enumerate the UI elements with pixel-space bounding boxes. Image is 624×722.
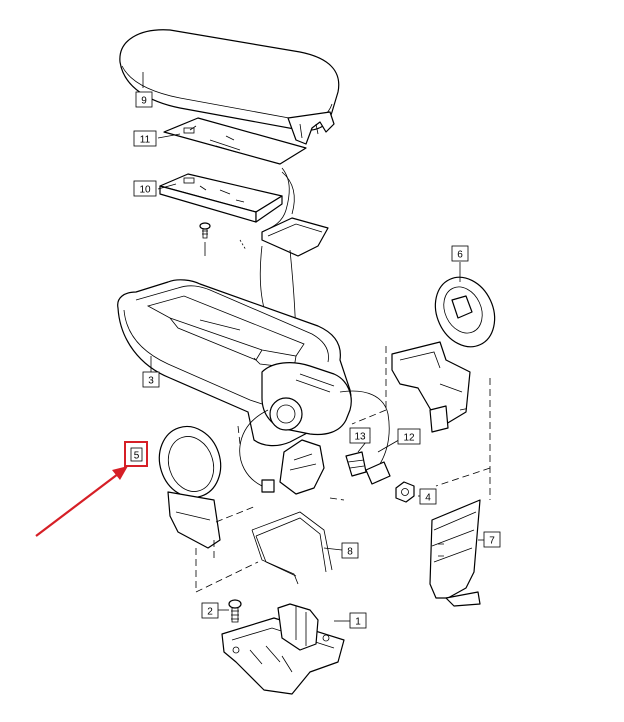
part-11-hinge-plate [163, 117, 307, 165]
part-13-clip [345, 451, 367, 477]
callout-3-label: 3 [148, 376, 154, 387]
callout-12-label: 12 [403, 433, 415, 444]
part-10-base-plate [159, 167, 329, 257]
part-7-trim-panel [429, 499, 481, 607]
callout-1: 1 [349, 612, 367, 629]
screw-icon [199, 222, 211, 239]
callout-5: 5 [124, 441, 148, 467]
callout-9-label: 9 [141, 96, 147, 107]
callout-13: 13 [349, 427, 371, 444]
callout-6: 6 [451, 245, 469, 262]
callout-9: 9 [135, 91, 153, 108]
callout-11-label: 11 [140, 135, 151, 146]
callout-4-label: 4 [425, 493, 431, 504]
callout-2-label: 2 [207, 607, 213, 618]
callout-1-label: 1 [355, 617, 361, 628]
callout-6-label: 6 [457, 250, 463, 261]
callout-8-label: 8 [347, 547, 353, 558]
callout-5-label: 5 [134, 451, 140, 462]
callout-10: 10 [133, 180, 157, 197]
part-1-mounting-base [221, 603, 345, 695]
assembly-lines [195, 239, 491, 593]
leader-lines [142, 72, 484, 622]
part-6-cup-holder-bracket [391, 276, 496, 433]
callout-4: 4 [419, 488, 437, 505]
part-3-console-body [117, 279, 391, 495]
callout-12: 12 [397, 428, 421, 445]
part-8-wire-bracket [251, 511, 333, 585]
callout-11: 11 [133, 130, 157, 147]
part-4-nut [395, 481, 415, 503]
red-pointer-arrow [35, 466, 128, 537]
callout-8: 8 [341, 542, 359, 559]
callout-3: 3 [142, 371, 160, 388]
callout-2: 2 [201, 602, 219, 619]
callout-7-label: 7 [489, 536, 495, 547]
callout-10-label: 10 [139, 185, 151, 196]
part-2-screw [228, 599, 242, 623]
part-9-armrest-lid [119, 29, 340, 145]
callout-7: 7 [483, 531, 501, 548]
part-5-cup-holder-insert [158, 425, 222, 549]
callout-13-label: 13 [354, 432, 366, 443]
